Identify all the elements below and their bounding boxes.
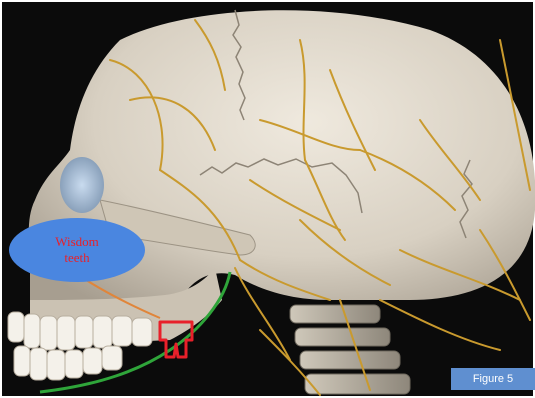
figure-caption: Figure 5 (451, 368, 535, 390)
tooth (8, 312, 24, 342)
callout-line-1: Wisdom (55, 234, 99, 250)
tooth (93, 316, 112, 348)
tooth (65, 350, 83, 378)
tooth (57, 316, 75, 350)
callout-label: Wisdom teeth (22, 228, 132, 272)
tooth (83, 348, 102, 374)
tooth (40, 316, 57, 350)
figure-caption-text: Figure 5 (473, 373, 513, 385)
callout-line-2: teeth (64, 250, 89, 266)
tooth (75, 316, 93, 348)
tooth (102, 346, 122, 370)
tooth (24, 314, 40, 348)
tooth (132, 318, 152, 346)
tooth (30, 348, 47, 380)
eye-orbit (60, 157, 104, 213)
vertebra (300, 351, 400, 369)
vertebra (295, 328, 390, 346)
vertebra (305, 374, 410, 394)
tooth (112, 316, 132, 346)
tooth (14, 346, 30, 376)
tooth (47, 350, 65, 380)
vertebra (290, 305, 380, 323)
